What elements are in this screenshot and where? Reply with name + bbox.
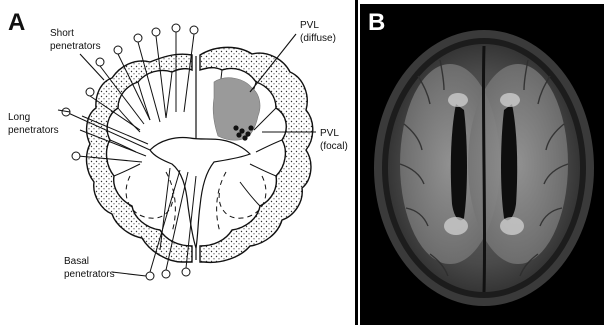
mri-fissure	[483, 46, 484, 292]
label-short-penetrators: Short penetrators	[50, 28, 101, 52]
panel-a-letter: A	[8, 9, 25, 36]
pvl-diffuse-region	[213, 78, 260, 140]
panel-a-diagram: A	[0, 0, 356, 325]
label-basal-penetrators: Basal penetrators	[64, 256, 115, 280]
panel-b-mri: B	[360, 4, 604, 325]
label-long-penetrators: Long penetrators	[8, 112, 59, 136]
long-penetrator-tips	[62, 108, 80, 160]
label-pvl-focal: PVL (focal)	[320, 128, 348, 152]
basal-penetrator-tips	[146, 268, 190, 280]
brain-schematic: A	[0, 0, 356, 325]
panel-b-letter: B	[368, 9, 385, 36]
label-pvl-diffuse: PVL (diffuse)	[300, 20, 336, 44]
mri-axial-image: B	[360, 4, 604, 325]
panel-divider	[355, 0, 358, 325]
